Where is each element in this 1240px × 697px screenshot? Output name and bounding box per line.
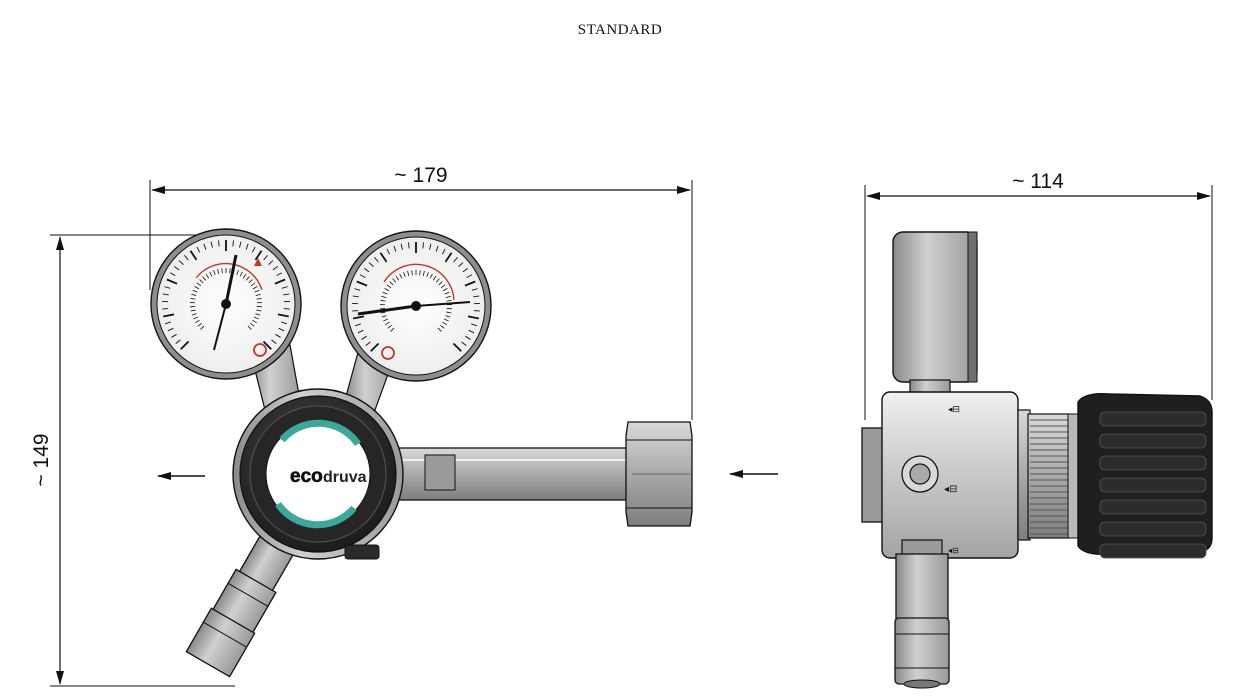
dimension-height-front: ~ 149 xyxy=(30,234,235,687)
logo-druva-text: druva xyxy=(323,469,367,486)
regulator-side-view: ◂⊟ ◂⊟ ◂⊟ xyxy=(861,231,1213,689)
pressure-gauge-left xyxy=(150,228,302,380)
logo-eco-text: eco xyxy=(290,466,323,487)
regulator-front-view: eco druva xyxy=(150,228,693,678)
pressure-gauge-right xyxy=(340,230,492,382)
dimension-width-front: ~ 179 xyxy=(149,164,693,420)
dim-width-label: ~ 179 xyxy=(394,164,447,187)
page-title: STANDARD xyxy=(577,22,663,38)
dim-height-label: ~ 149 xyxy=(30,433,53,486)
svg-text:◂⊟: ◂⊟ xyxy=(948,405,960,415)
dimension-width-side: ~ 114 xyxy=(864,170,1213,420)
dim-side-width-label: ~ 114 xyxy=(1012,170,1064,193)
svg-text:◂⊟: ◂⊟ xyxy=(948,546,959,555)
svg-text:◂⊟: ◂⊟ xyxy=(944,484,957,495)
